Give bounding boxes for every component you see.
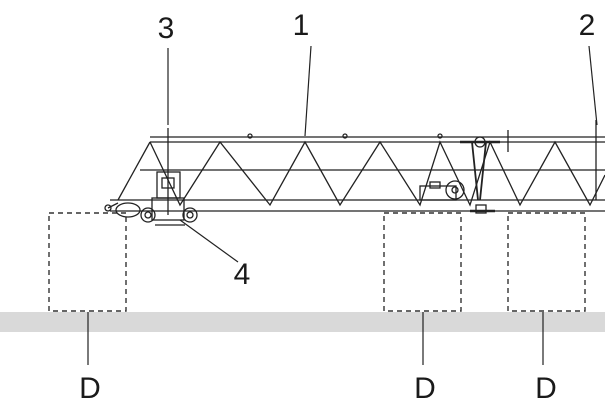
support-boxes [48, 212, 586, 312]
callout-d-right: D [535, 372, 557, 405]
truss-jib [110, 120, 605, 214]
callout-d-left: D [79, 372, 101, 405]
jib-end-hook [104, 202, 141, 218]
support-box-right [507, 212, 586, 312]
ground-strip [0, 312, 605, 332]
callout-1: 1 [293, 9, 310, 42]
support-box-middle [383, 212, 462, 312]
support-box-left [48, 212, 127, 312]
trolley-carriage [140, 128, 198, 226]
callout-3: 3 [158, 12, 175, 45]
callout-2: 2 [579, 9, 596, 42]
callout-d-middle: D [414, 372, 436, 405]
leader-lines [87, 45, 598, 365]
callout-4: 4 [234, 258, 251, 291]
